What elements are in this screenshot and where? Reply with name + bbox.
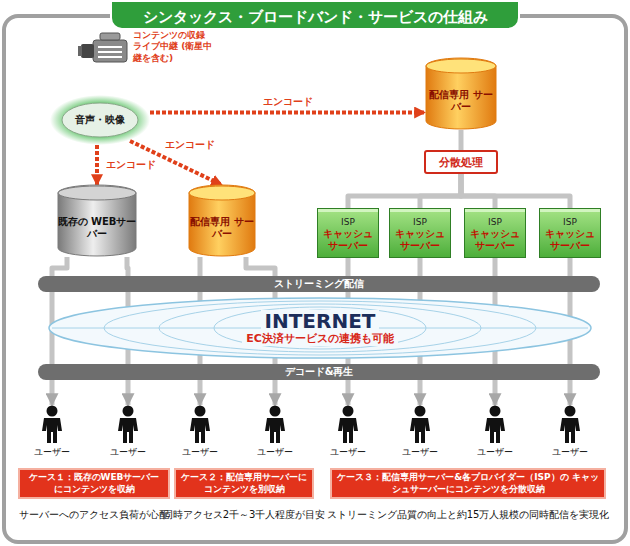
person-icon xyxy=(482,405,508,443)
delivery-server-cylinder: 配信専用 サーバー xyxy=(425,58,497,130)
user-label: ユーザー xyxy=(182,446,218,459)
encode-arrow xyxy=(150,111,425,115)
user-figure: ユーザー xyxy=(473,405,517,465)
cache-server-box: ISPキャッシュ サーバー xyxy=(464,208,526,258)
case-label: ケース１：既存のWEBサーバー にコンテンツを収納 xyxy=(24,472,164,495)
cache-label: キャッシュ サーバー xyxy=(389,228,451,253)
user-label: ユーザー xyxy=(402,446,438,459)
band-bar: ストリーミング配信 xyxy=(38,276,600,292)
distribution-line xyxy=(459,130,464,150)
case-box: ケース２：配信専用サーバーに コンテンツを別収納 xyxy=(174,468,314,499)
process-label: 分散処理 xyxy=(439,155,483,170)
person-icon xyxy=(557,405,583,443)
case-box: ケース３：配信専用サーバー&各プロバイダー（ISP）の キャッシュサーバーにコン… xyxy=(330,468,606,499)
camera-icon xyxy=(78,33,127,62)
server-label: 配信専用 サーバー xyxy=(188,216,256,241)
server-label: 既存の WEBサーバー xyxy=(57,216,137,241)
user-label: ユーザー xyxy=(110,446,146,459)
user-label: ユーザー xyxy=(34,446,70,459)
cache-label: ISP xyxy=(488,217,502,228)
note-text: サーバーへのアクセス負荷が心配 xyxy=(19,508,169,522)
note-text: 同時アクセス2千～3千人程度が目安 xyxy=(163,508,326,522)
user-figure: ユーザー xyxy=(326,405,370,465)
cache-server-box: ISPキャッシュ サーバー xyxy=(539,208,601,258)
user-figure: ユーザー xyxy=(548,405,592,465)
distribution-line xyxy=(461,174,570,208)
cache-label: キャッシュ サーバー xyxy=(539,228,601,253)
process-box: 分散処理 xyxy=(424,150,498,174)
edge-label: エンコード xyxy=(104,158,158,172)
edge-label: エンコード xyxy=(261,95,315,109)
person-icon xyxy=(187,405,213,443)
note-text: ストリーミング品質の向上と約15万人規模の同時配信を実現化 xyxy=(327,508,610,522)
annotation-text: コンテンツの収録 ライブ中継 (衛星中継を含む) xyxy=(133,30,217,64)
server-label: 配信専用 サーバー xyxy=(425,89,497,114)
cache-label: ISP xyxy=(563,217,577,228)
case-label: ケース２：配信専用サーバーに コンテンツを別収納 xyxy=(180,472,308,495)
cache-server-box: ISPキャッシュ サーバー xyxy=(317,208,379,258)
person-icon xyxy=(39,405,65,443)
encode-arrow xyxy=(95,145,99,185)
disc-label: 音声・映像 xyxy=(75,113,125,127)
user-figure: ユーザー xyxy=(178,405,222,465)
web-server-cylinder: 既存の WEBサーバー xyxy=(57,185,137,257)
person-icon xyxy=(335,405,361,443)
person-icon xyxy=(262,405,288,443)
cache-label: ISP xyxy=(341,217,355,228)
user-label: ユーザー xyxy=(477,446,513,459)
cache-label: ISP xyxy=(413,217,427,228)
cache-server-box: ISPキャッシュ サーバー xyxy=(389,208,451,258)
band-label: ストリーミング配信 xyxy=(274,276,364,292)
internet-label: EC決済サービスの連携も可能 xyxy=(242,332,398,346)
case-label: ケース３：配信専用サーバー&各プロバイダー（ISP）の キャッシュサーバーにコン… xyxy=(336,472,600,495)
media-disc: 音声・映像 xyxy=(50,95,150,145)
user-figure: ユーザー xyxy=(106,405,150,465)
user-label: ユーザー xyxy=(330,446,366,459)
distribution-line xyxy=(348,174,461,208)
title-banner: シンタックス・ブロードバンド・サービスの仕組み xyxy=(110,0,520,30)
user-label: ユーザー xyxy=(552,446,588,459)
cache-label: キャッシュ サーバー xyxy=(464,228,526,253)
person-icon xyxy=(407,405,433,443)
cache-label: キャッシュ サーバー xyxy=(317,228,379,253)
internet-ellipse: INTERNETEC決済サービスの連携も可能 xyxy=(48,297,592,359)
band-label: デコード&再生 xyxy=(285,364,354,380)
user-figure: ユーザー xyxy=(253,405,297,465)
case-box: ケース１：既存のWEBサーバー にコンテンツを収納 xyxy=(18,468,170,499)
edge-label: エンコード xyxy=(163,138,217,152)
user-figure: ユーザー xyxy=(30,405,74,465)
user-label: ユーザー xyxy=(257,446,293,459)
user-figure: ユーザー xyxy=(398,405,442,465)
person-icon xyxy=(115,405,141,443)
distribution-line xyxy=(420,174,461,208)
outer-frame xyxy=(4,16,626,542)
internet-label: INTERNET xyxy=(261,310,380,332)
delivery-server-cylinder: 配信専用 サーバー xyxy=(188,185,256,257)
encode-arrow xyxy=(130,141,222,185)
band-bar: デコード&再生 xyxy=(38,364,600,380)
distribution-line xyxy=(461,174,495,208)
